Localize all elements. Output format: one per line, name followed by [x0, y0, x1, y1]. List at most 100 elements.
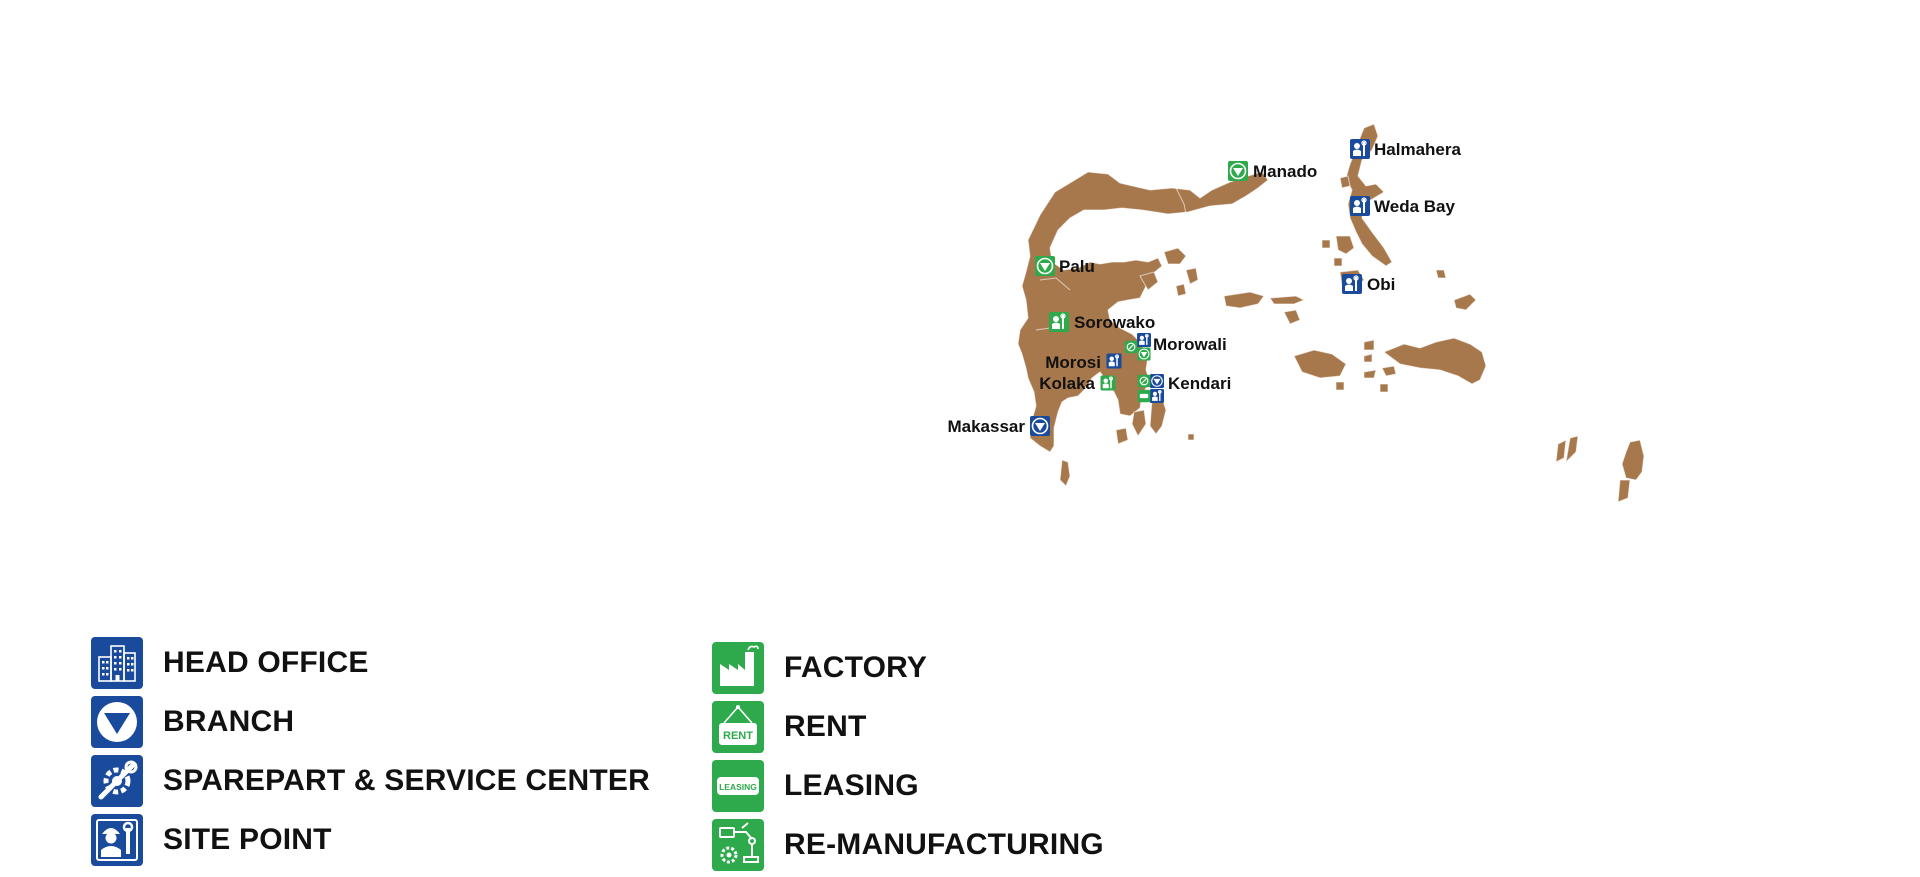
- sulawesi-island: [1017, 171, 1269, 453]
- leasing-icon: [1137, 389, 1151, 403]
- banggai-c: [1175, 283, 1187, 297]
- halmahera-isle-a: [1321, 239, 1331, 249]
- legend-label-rent: RENT: [784, 710, 867, 743]
- seram-island: [1382, 337, 1487, 385]
- place-label-kendari: Kendari: [1168, 374, 1231, 393]
- marker-sorowako[interactable]: Sorowako: [1048, 311, 1155, 333]
- leasing-icon: LEASING: [712, 760, 764, 812]
- banggai-b: [1185, 267, 1199, 285]
- marker-halmahera[interactable]: Halmahera: [1349, 138, 1461, 160]
- site-point-icon: [91, 814, 143, 866]
- site-point-icon: [1349, 138, 1371, 160]
- marker-kolaka[interactable]: Kolaka: [1039, 374, 1117, 393]
- tanimbar-south: [1617, 479, 1631, 503]
- buton-island: [1149, 397, 1167, 435]
- place-label-morowali: Morowali: [1153, 335, 1227, 354]
- legend-label-head-office: HEAD OFFICE: [163, 646, 369, 679]
- site-point-icon: [1099, 374, 1117, 392]
- place-label-morosi: Morosi: [1045, 353, 1101, 372]
- legend-item-site-point: SITE POINT: [91, 813, 650, 867]
- halmahera-isle-b: [1333, 257, 1343, 267]
- legend-item-factory: FACTORY: [712, 641, 1104, 695]
- haruku-island: [1363, 369, 1377, 379]
- legend-item-branch: BRANCH: [91, 695, 650, 749]
- legend-label-re-manufacturing: RE-MANUFACTURING: [784, 828, 1104, 861]
- peleng-island: [1139, 271, 1159, 291]
- leasing-badge-text: LEASING: [719, 782, 757, 792]
- place-label-kolaka: Kolaka: [1039, 374, 1095, 393]
- branch-icon: [1136, 346, 1152, 362]
- taliabu-island: [1223, 291, 1265, 309]
- rent-icon: [1124, 340, 1138, 354]
- place-label-halmahera: Halmahera: [1374, 140, 1461, 159]
- site-point-icon: [1149, 388, 1165, 404]
- marker-palu[interactable]: Palu: [1034, 255, 1095, 277]
- misool-island: [1453, 293, 1477, 311]
- legend-left-column: HEAD OFFICE BRANCH SPAREPART & SERVICE C…: [91, 636, 650, 872]
- ternate-island: [1339, 175, 1351, 189]
- legend-item-leasing: LEASING LEASING: [712, 759, 1104, 813]
- babar-island: [1555, 439, 1567, 463]
- location-markers: Manado Halmahera Weda Bay Obi Palu Sorow…: [947, 138, 1461, 437]
- branch-icon: [1029, 415, 1051, 437]
- boano-island: [1363, 353, 1373, 363]
- site-point-icon: [1048, 311, 1070, 333]
- sulawesi-maluku-map: Manado Halmahera Weda Bay Obi Palu Sorow…: [947, 123, 1645, 503]
- marker-makassar[interactable]: Makassar: [947, 415, 1051, 437]
- legend-label-branch: BRANCH: [163, 705, 295, 738]
- rent-badge-text: RENT: [723, 730, 753, 742]
- place-label-manado: Manado: [1253, 162, 1317, 181]
- kabaena-island: [1115, 427, 1129, 445]
- manipa-island: [1363, 339, 1375, 351]
- re-manufacturing-icon: [712, 819, 764, 871]
- marker-morowali[interactable]: Morowali: [1124, 332, 1227, 362]
- landmass: [1017, 123, 1645, 503]
- site-point-icon: [1341, 273, 1363, 295]
- place-label-sorowako: Sorowako: [1074, 313, 1155, 332]
- place-label-obi: Obi: [1367, 275, 1395, 294]
- legend-label-site-point: SITE POINT: [163, 823, 332, 856]
- legend-item-sparepart-service: SPAREPART & SERVICE CENTER: [91, 754, 650, 808]
- legend-label-sparepart-service: SPAREPART & SERVICE CENTER: [163, 764, 650, 797]
- legend-item-head-office: HEAD OFFICE: [91, 636, 650, 690]
- legend-label-factory: FACTORY: [784, 651, 928, 684]
- buru-island: [1293, 349, 1347, 379]
- marker-kendari[interactable]: Kendari: [1137, 373, 1232, 404]
- mangole-island: [1269, 295, 1306, 305]
- ambon-isle-b: [1379, 383, 1389, 393]
- gebe-island: [1435, 269, 1447, 279]
- site-point-icon: [1349, 195, 1371, 217]
- tanimbar-main: [1621, 439, 1645, 481]
- legend-item-rent: RENT RENT: [712, 700, 1104, 754]
- sparepart-service-icon: [91, 755, 143, 807]
- marker-manado[interactable]: Manado: [1227, 160, 1317, 182]
- site-point-icon: [1105, 352, 1123, 370]
- banggai-a: [1163, 247, 1187, 265]
- marker-obi[interactable]: Obi: [1341, 273, 1395, 295]
- legend-right-column: FACTORY RENT RENT LEASING LEASING: [712, 641, 1104, 877]
- head-office-icon: [91, 637, 143, 689]
- small-isle-a: [1187, 433, 1195, 441]
- branch-icon: [1149, 373, 1165, 389]
- legend-label-leasing: LEASING: [784, 769, 919, 802]
- sanana-island: [1283, 309, 1301, 325]
- marker-morosi[interactable]: Morosi: [1045, 352, 1123, 372]
- branch-icon: [91, 696, 143, 748]
- rent-icon: RENT: [712, 701, 764, 753]
- site-point-icon: [1136, 332, 1152, 348]
- factory-icon: [712, 642, 764, 694]
- tanimbar-a: [1565, 435, 1579, 464]
- rent-icon: [1137, 374, 1151, 388]
- selayar-island: [1059, 459, 1071, 487]
- marker-weda-bay[interactable]: Weda Bay: [1349, 195, 1455, 217]
- branch-icon: [1034, 255, 1056, 277]
- place-label-palu: Palu: [1059, 257, 1095, 276]
- ambon-island: [1381, 365, 1397, 377]
- legend-item-re-manufacturing: RE-MANUFACTURING: [712, 818, 1104, 872]
- muna-island: [1131, 409, 1147, 437]
- place-label-makassar: Makassar: [947, 417, 1025, 436]
- bacan-island: [1335, 235, 1355, 255]
- place-label-weda-bay: Weda Bay: [1374, 197, 1455, 216]
- buru-isle: [1335, 381, 1345, 391]
- branch-icon: [1227, 160, 1249, 182]
